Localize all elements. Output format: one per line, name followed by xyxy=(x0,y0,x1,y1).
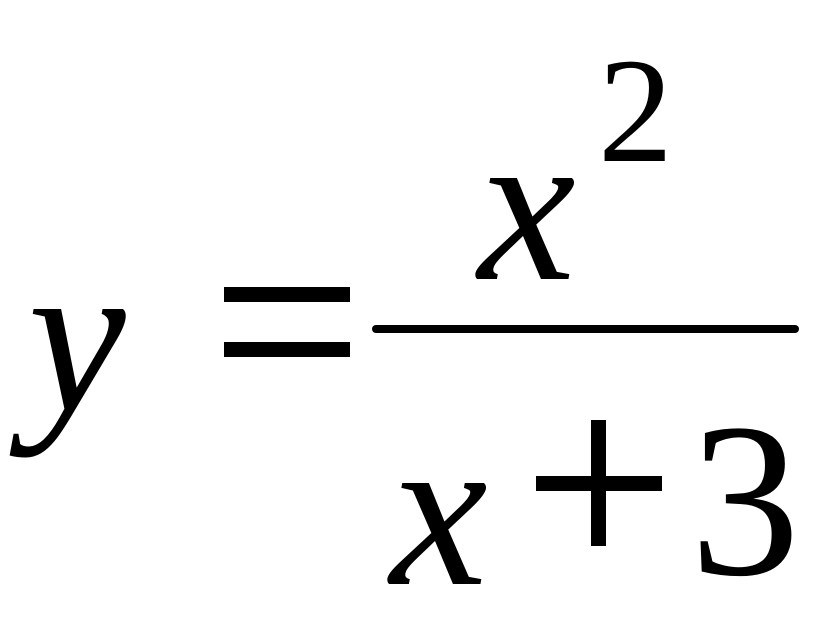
lhs-variable-y: y xyxy=(28,214,126,458)
numerator-exponent: 2 xyxy=(598,28,673,194)
numerator-base: x xyxy=(478,83,576,327)
equation: y x 2 x 3 xyxy=(28,28,800,620)
plus-bar-horizontal xyxy=(536,476,662,491)
equals-bar-top xyxy=(224,287,350,302)
fraction-bar xyxy=(372,325,799,333)
denominator-variable: x xyxy=(390,388,488,632)
denominator-constant: 3 xyxy=(690,378,800,622)
equals-bar-bottom xyxy=(224,342,350,357)
